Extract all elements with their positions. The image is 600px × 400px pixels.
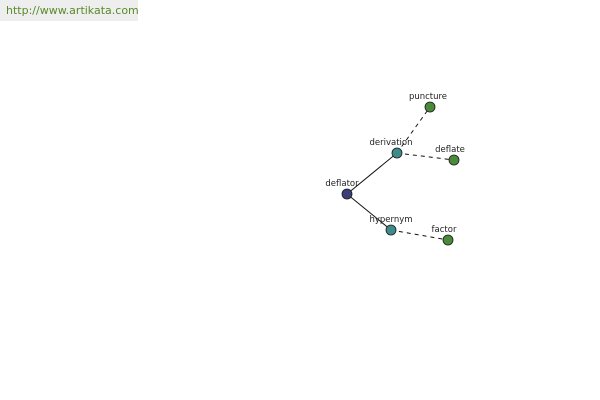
- node-derivation[interactable]: derivation: [369, 138, 413, 159]
- node-deflate[interactable]: deflate: [435, 145, 465, 166]
- node-circle-derivation[interactable]: [391, 147, 403, 159]
- node-deflator[interactable]: deflator: [325, 179, 359, 200]
- node-circle-puncture[interactable]: [424, 101, 436, 113]
- node-puncture[interactable]: puncture: [409, 92, 447, 113]
- edge-deflator-derivation: [346, 152, 398, 195]
- node-hypernym[interactable]: hypernym: [369, 215, 413, 236]
- edge-derivation-puncture: [396, 106, 431, 154]
- node-factor[interactable]: factor: [432, 225, 457, 246]
- node-label-puncture: puncture: [409, 92, 447, 102]
- edges-layer: [346, 106, 455, 241]
- edge-derivation-deflate: [396, 152, 455, 161]
- node-label-derivation: derivation: [369, 138, 412, 148]
- node-circle-deflate[interactable]: [448, 154, 460, 166]
- node-circle-factor[interactable]: [442, 234, 454, 246]
- node-label-deflator: deflator: [325, 179, 359, 189]
- node-circle-deflator[interactable]: [341, 188, 353, 200]
- node-label-hypernym: hypernym: [369, 215, 412, 225]
- nodes-layer: deflator derivation hypernym puncture deflat…: [325, 92, 465, 246]
- node-label-deflate: deflate: [435, 145, 465, 155]
- edge-hypernym-factor: [390, 229, 449, 241]
- watermark-link[interactable]: http://www.artikata.com: [0, 0, 139, 21]
- node-circle-hypernym[interactable]: [385, 224, 397, 236]
- node-label-factor: factor: [432, 225, 457, 235]
- edge-deflator-hypernym: [346, 193, 392, 231]
